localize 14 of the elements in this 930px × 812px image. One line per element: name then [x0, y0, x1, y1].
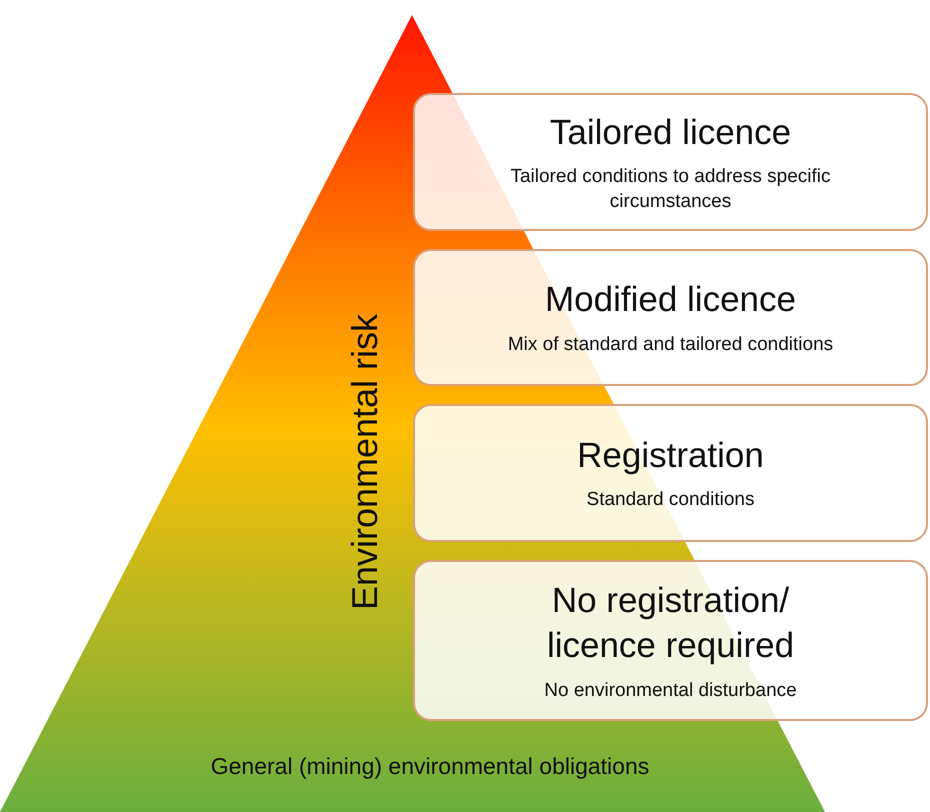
axis-label: Environmental risk — [344, 314, 386, 610]
tier-heading: Registration — [577, 434, 764, 477]
tier-description: Standard conditions — [586, 488, 754, 512]
tier-card — [413, 404, 928, 542]
tier-heading: No registration/ licence required — [546, 580, 796, 668]
tier-heading: Tailored licence — [550, 112, 792, 154]
tier-card — [413, 93, 928, 231]
tier-card — [413, 560, 928, 721]
base-label: General (mining) environmental obligations — [210, 753, 650, 780]
tier-description: Tailored conditions to address specific circumstances — [509, 165, 832, 214]
tier-card — [413, 249, 928, 386]
tier-description: No environmental disturbance — [544, 678, 797, 703]
tier-description: Mix of standard and tailored conditions — [508, 332, 834, 357]
tier-heading: Modified licence — [545, 279, 796, 322]
